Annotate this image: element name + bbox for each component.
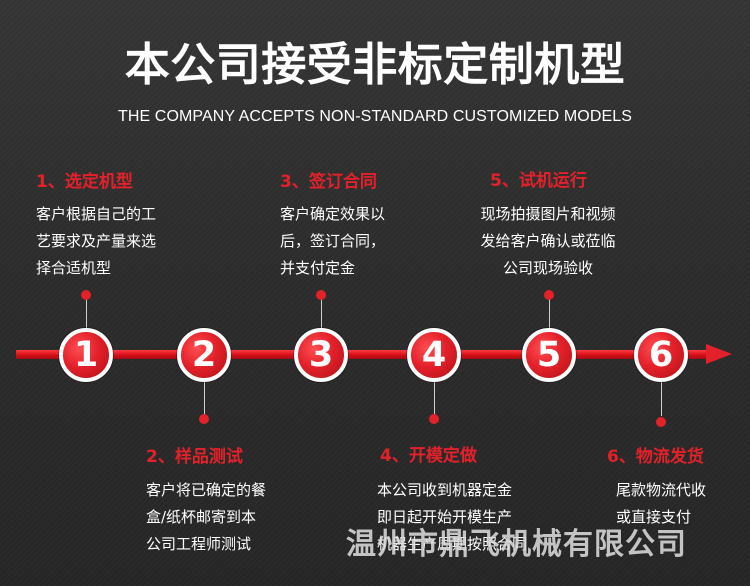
step-3-badge: 3: [294, 328, 348, 382]
step-6-connector: [661, 380, 662, 416]
step-5-connector: [549, 295, 550, 329]
step-6-title: 6、物流发货: [607, 447, 704, 467]
step-6-dot: [656, 417, 666, 427]
step-2-connector: [204, 380, 205, 416]
step-3-title: 3、签订合同: [280, 172, 377, 192]
step-1-dot: [81, 290, 91, 300]
step-4-desc: 本公司收到机器定金 即日起开始开模生产 机器生产周期按照合同: [377, 481, 528, 553]
step-2-badge: 2: [177, 328, 231, 382]
step-4-badge: 4: [407, 328, 461, 382]
step-6-desc: 尾款物流代收 或直接支付: [616, 481, 707, 526]
step-3-dot: [316, 290, 326, 300]
step-1-badge: 1: [59, 328, 113, 382]
step-5-desc: 现场拍摄图片和视频 发给客户确认或莅临 公司现场验收: [480, 205, 616, 277]
step-6-badge: 6: [634, 328, 688, 382]
step-1-desc: 客户根据自己的工 艺要求及产量来选 择合适机型: [36, 205, 157, 277]
step-2-dot: [199, 414, 209, 424]
step-5-dot: [544, 290, 554, 300]
page-title: 本公司接受非标定制机型: [124, 38, 626, 91]
timeline-bar: [16, 350, 708, 359]
company-watermark: 温州市鼎飞机械有限公司: [346, 527, 687, 562]
step-4-dot: [429, 414, 439, 424]
step-3-desc: 客户确定效果以 后，签订合同， 并支付定金: [280, 205, 386, 277]
step-1-title: 1、选定机型: [36, 172, 133, 192]
step-4-title: 4、开模定做: [380, 446, 477, 466]
step-1-connector: [86, 295, 87, 329]
step-2-desc: 客户将已确定的餐 盒/纸杯邮寄到本 公司工程师测试: [146, 481, 267, 553]
timeline-arrow-icon: [706, 344, 732, 364]
page-subtitle: THE COMPANY ACCEPTS NON-STANDARD CUSTOMI…: [117, 108, 633, 125]
step-4-connector: [434, 380, 435, 416]
step-2-title: 2、样品测试: [146, 447, 243, 467]
step-5-title: 5、试机运行: [490, 171, 587, 191]
step-5-badge: 5: [522, 328, 576, 382]
step-3-connector: [321, 295, 322, 329]
